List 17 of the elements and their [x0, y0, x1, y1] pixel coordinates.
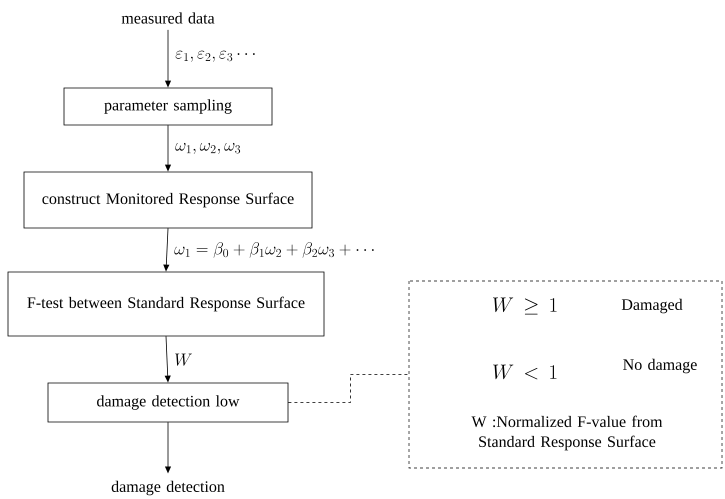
edge-label: $\omega_1=\beta_0+\beta_1\omega_2+\beta_2\omega_3+\cdots$	[174, 242, 374, 258]
edge-label: $\omega_1,\omega_2,\omega_3$	[175, 142, 240, 154]
result-text: No damage	[623, 358, 697, 374]
note-box	[408, 280, 722, 468]
note-text: W :Normalized F-value from Standard Response Surface	[472, 416, 662, 450]
process-box: F-test between Standard Response Surface	[8, 272, 324, 336]
result-text: Damaged	[622, 298, 682, 314]
edge-label: $W$	[175, 354, 192, 366]
edge-label: $\varepsilon_1,\varepsilon_2,\varepsilon_3\cdots$	[176, 50, 255, 62]
process-box: parameter sampling	[64, 88, 272, 126]
start-text: measured data	[122, 12, 214, 24]
leader-line	[288, 374, 410, 403]
process-box: damage detection low	[48, 382, 288, 422]
end-text: damage detection	[112, 480, 225, 496]
process-box: construct Monitored Response Surface	[24, 172, 312, 228]
condition-formula: $W < 1$	[493, 364, 556, 380]
condition-formula: $W \ge 1$	[493, 298, 557, 315]
